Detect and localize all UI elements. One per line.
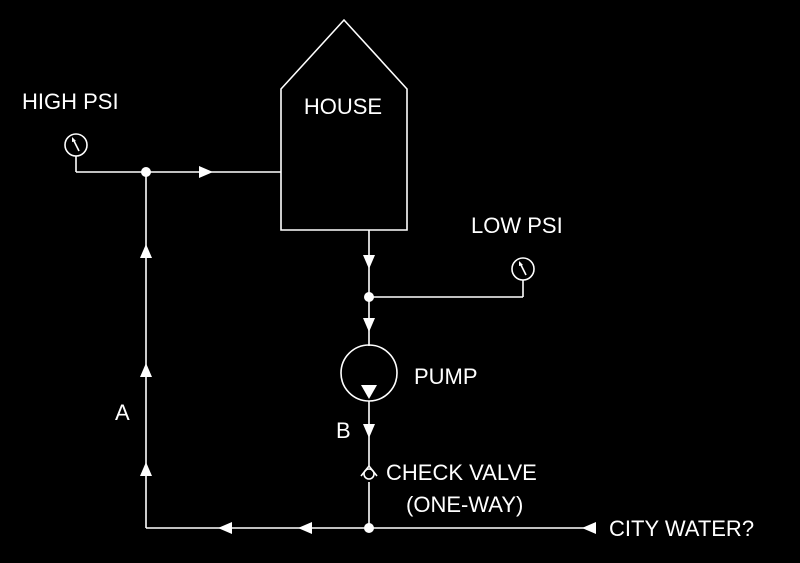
- line-b-label: B: [336, 418, 351, 443]
- pump-label: PUMP: [414, 364, 478, 389]
- flow-arrow-icon: [363, 318, 375, 332]
- low-psi-gauge-icon: [511, 257, 535, 281]
- house-label: HOUSE: [304, 94, 382, 119]
- flow-arrow-icon: [140, 462, 152, 476]
- high-psi-label: HIGH PSI: [22, 89, 119, 114]
- check-valve-sublabel: (ONE-WAY): [406, 492, 523, 517]
- pump-icon: [340, 344, 398, 402]
- line-a-label: A: [115, 400, 130, 425]
- house-shape: [280, 18, 408, 231]
- high-psi-gauge-icon: [64, 133, 88, 157]
- flow-arrow-icon: [298, 522, 312, 534]
- flow-arrow-icon: [140, 244, 152, 258]
- low-psi-label: LOW PSI: [471, 213, 563, 238]
- city-water-label: CITY WATER?: [609, 516, 754, 541]
- flow-arrow-icon: [140, 363, 152, 377]
- flow-arrow-icon: [218, 522, 232, 534]
- flow-arrow-icon: [363, 424, 375, 438]
- bottom-junction: [364, 523, 374, 533]
- check-valve-label: CHECK VALVE: [386, 460, 537, 485]
- check-valve-icon: [360, 464, 378, 482]
- flow-arrow-icon: [199, 166, 213, 178]
- flow-arrow-icon: [363, 255, 375, 269]
- flow-arrow-icon: [582, 522, 596, 534]
